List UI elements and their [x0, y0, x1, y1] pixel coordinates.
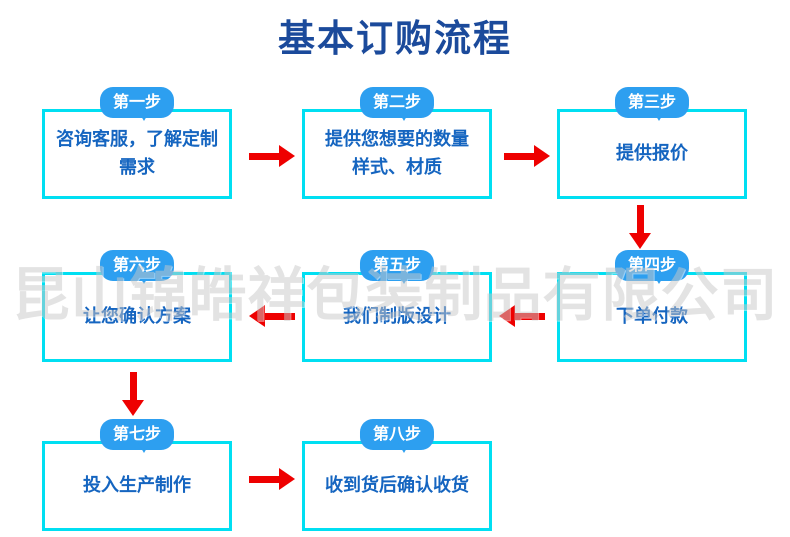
- step-label-1-line1: 咨询客服，了解定制: [56, 129, 218, 151]
- step-badge-7: 第七步: [99, 419, 175, 453]
- step-badge-3: 第三步: [614, 87, 690, 121]
- step-label-6-line1: 让您确认方案: [83, 306, 191, 328]
- step-label-2: 提供您想要的数量 样式、材质: [325, 126, 469, 182]
- step-label-4: 下单付款: [616, 303, 688, 331]
- step-label-1: 咨询客服，了解定制 需求: [56, 126, 218, 182]
- step-box-1: 第一步 咨询客服，了解定制 需求: [42, 87, 232, 199]
- arrow-left-icon: [249, 305, 295, 328]
- step-badge-5: 第五步: [359, 250, 435, 284]
- step-box-2: 第二步 提供您想要的数量 样式、材质: [302, 87, 492, 199]
- step-label-4-line1: 下单付款: [616, 306, 688, 328]
- step-box-5: 第五步 我们制版设计: [302, 250, 492, 362]
- step-label-3: 提供报价: [616, 140, 688, 168]
- step-label-3-line1: 提供报价: [616, 143, 688, 165]
- arrow-right-icon: [249, 468, 295, 491]
- page-title: 基本订购流程: [278, 17, 512, 60]
- step-badge-2: 第二步: [359, 87, 435, 121]
- step-box-8: 第八步 收到货后确认收货: [302, 419, 492, 531]
- step-label-5-line1: 我们制版设计: [343, 306, 451, 328]
- step-label-7-line1: 投入生产制作: [83, 475, 191, 497]
- step-label-6: 让您确认方案: [83, 303, 191, 331]
- step-label-2-line2: 样式、材质: [352, 157, 442, 178]
- step-box-3: 第三步 提供报价: [557, 87, 747, 199]
- arrow-right-icon: [249, 145, 295, 168]
- arrow-right-icon: [504, 145, 550, 168]
- step-label-7: 投入生产制作: [83, 472, 191, 500]
- step-box-6: 第六步 让您确认方案: [42, 250, 232, 362]
- step-badge-8: 第八步: [359, 419, 435, 453]
- step-label-8: 收到货后确认收货: [325, 472, 469, 500]
- step-badge-1: 第一步: [99, 87, 175, 121]
- step-badge-6: 第六步: [99, 250, 175, 284]
- step-label-5: 我们制版设计: [343, 303, 451, 331]
- step-label-2-line1: 提供您想要的数量: [325, 129, 469, 151]
- step-badge-4: 第四步: [614, 250, 690, 284]
- arrow-left-icon: [499, 305, 545, 328]
- step-label-8-line1: 收到货后确认收货: [325, 475, 469, 497]
- arrow-down-icon: [122, 372, 145, 416]
- step-box-4: 第四步 下单付款: [557, 250, 747, 362]
- step-label-1-line2: 需求: [119, 157, 155, 178]
- arrow-down-icon: [629, 205, 652, 249]
- step-box-7: 第七步 投入生产制作: [42, 419, 232, 531]
